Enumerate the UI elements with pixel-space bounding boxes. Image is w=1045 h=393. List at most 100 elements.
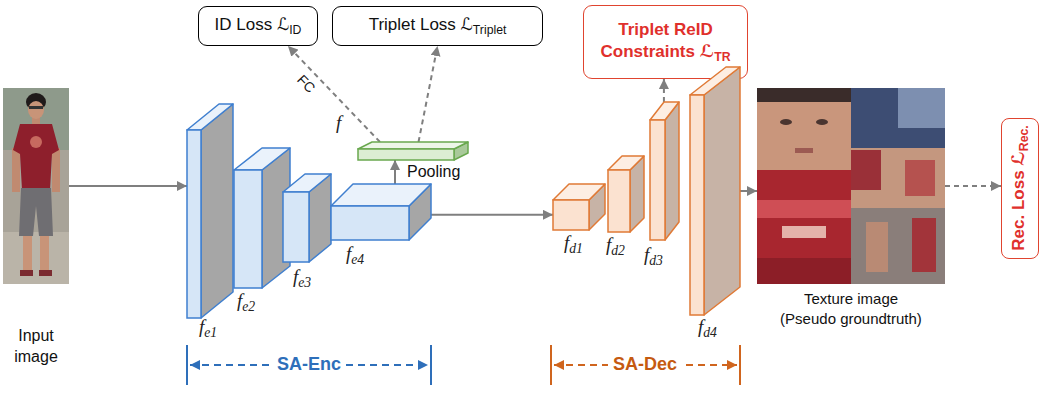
subscript-text: Rec. [1017,125,1031,151]
subscript-text: ID [289,23,301,37]
node-text: Rec. Loss ℒ [1009,151,1028,251]
feature-block: fe4 [331,184,431,240]
photo-background [3,88,69,150]
box-text: Triplet Loss ℒTriplet [369,14,507,39]
cuboid-front [283,192,309,262]
dashed-arrow [419,46,438,142]
cuboid-top [331,184,431,206]
bracket-tick [550,345,552,385]
feature-block: f [358,142,468,160]
texture-eye [780,119,792,125]
cuboid-top [283,174,331,192]
photo-background [3,88,69,284]
person-sandal [20,270,33,276]
texture-arm-patch [905,160,935,196]
subscript-text: d2 [611,243,625,258]
cuboid-side [704,67,740,315]
node-text: Texture image (Pseudo groundtruth) [780,290,922,327]
section-label: SA-Dec [608,354,682,376]
cuboid-shape [234,148,290,288]
subscript-text: d3 [649,253,663,268]
cuboid-top [234,148,290,170]
texture-mouth [795,148,813,153]
text-line: fd4 [698,316,717,342]
feature-block: fd3 [650,102,679,240]
node-text: f [199,316,204,337]
node-text: f [293,266,298,287]
feature-block: fe2 [234,148,290,288]
feature-label: fd4 [698,316,717,342]
node-text: Triplet ReID [618,20,712,39]
texture-face [757,88,851,170]
cuboid-top [690,67,740,95]
cuboid-top [358,142,468,149]
feature-label: fd1 [564,232,583,258]
person-arm [12,148,20,192]
texture-image [757,88,945,284]
text-line: fe2 [237,290,255,316]
person-shirt [13,124,59,190]
loss-box: Triplet Loss ℒTriplet [332,6,543,46]
cuboid-top [608,156,644,170]
bracket-tick [186,345,188,385]
text-line: fd2 [606,234,625,260]
node-text: f [606,234,611,255]
edge-label: FC [292,70,320,98]
cuboid-side [201,104,233,318]
texture-patch [912,218,936,272]
node-text: Triplet Loss ℒ [369,15,473,34]
texture-background [757,88,945,284]
text-line: Input image [7,326,65,368]
feature-label: fe3 [293,266,311,292]
cuboid-shape [608,156,644,232]
sa-dec-bracket [551,345,740,385]
image-panel: Input image [3,88,69,284]
texture-lower [851,208,945,284]
image-caption: Texture image (Pseudo groundtruth) [775,289,927,328]
feature-label: fe1 [199,316,217,342]
feature-block: fd2 [608,156,644,232]
person-leg [40,236,49,270]
cuboid-front [608,170,630,232]
cuboid-shape [650,102,679,240]
arrow-connector [740,190,757,192]
cuboid-front [358,149,454,160]
subscript-text: d4 [703,325,717,340]
text-line: Triplet Loss ℒTriplet [369,14,507,39]
box-text: Triplet ReIDConstraints ℒTR [600,19,730,66]
texture-shirt [757,170,851,284]
text-line: Rec. Loss ℒRec. [1008,125,1033,250]
cuboid-front [234,170,262,288]
node-text: f [644,244,649,265]
input-photo [3,88,69,284]
cuboid-shape [283,174,331,262]
node-text: f [698,316,703,337]
box-text: ID Loss ℒID [215,14,302,39]
texture-shirt-logo [782,226,826,238]
person-sandal [39,270,52,276]
texture-shorts [851,88,945,148]
person-shorts [19,188,53,236]
person-glasses [29,106,43,109]
node-text: ID Loss ℒ [215,15,290,34]
dashed-arrow [945,185,1001,187]
person-face [28,101,44,119]
person-leg [23,236,32,270]
shirt-logo [30,136,42,148]
subscript-text: Triplet [473,23,507,37]
feature-label: f [336,112,341,135]
texture-legs [851,148,945,208]
node-text: f [346,243,351,264]
node-text: f [564,232,569,253]
cuboid-front [187,130,201,318]
text-line: Texture image (Pseudo groundtruth) [775,289,927,328]
texture-shorts-light [898,88,945,128]
subscript-text: e3 [298,275,311,290]
text-line: fe1 [199,316,217,342]
text-line: fd3 [644,244,663,270]
text-line: Triplet ReID [600,19,730,41]
subscript-text: e4 [351,252,364,267]
feature-block: fe3 [283,174,331,262]
feature-block: fd4 [690,67,740,315]
feature-block: fe1 [187,104,233,318]
